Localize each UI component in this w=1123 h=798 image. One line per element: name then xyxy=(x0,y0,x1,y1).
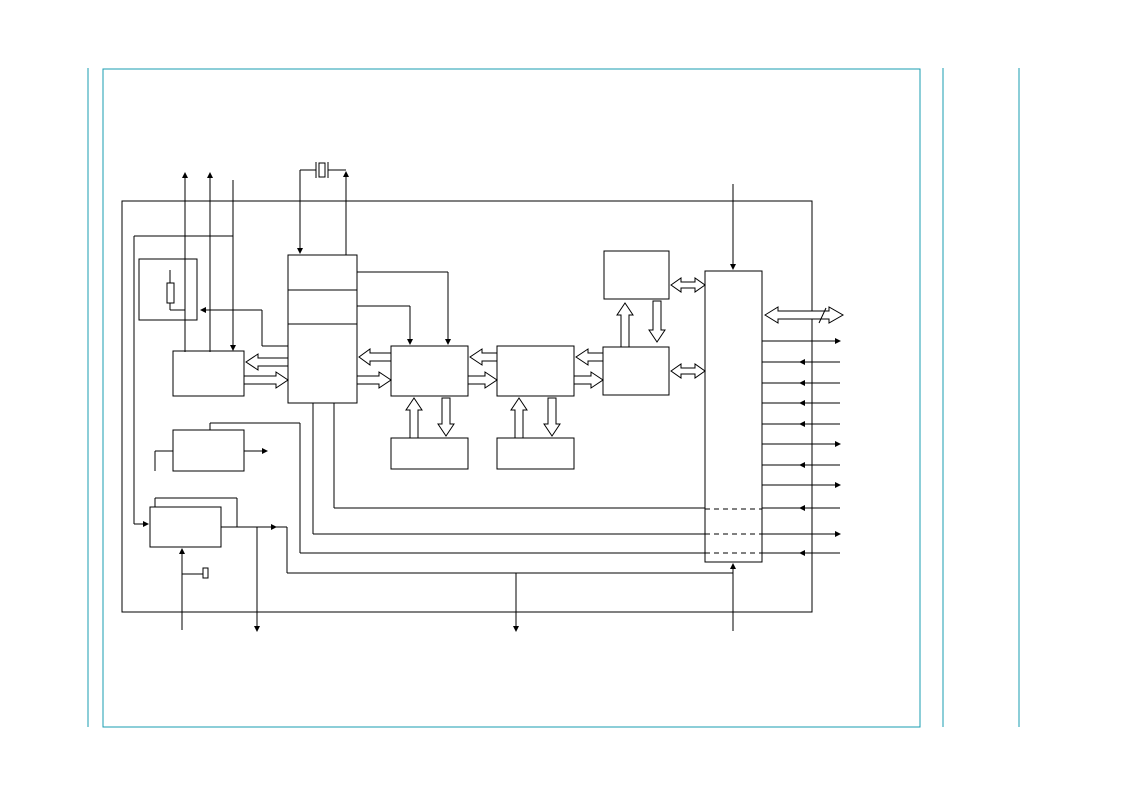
port-block xyxy=(704,270,763,563)
bus-arrow-mem2-down xyxy=(543,397,561,437)
bus-arrow-top-right-port xyxy=(670,277,706,293)
bus-arrow-core1-to-cpu xyxy=(358,348,392,366)
bus-arrow-mem1-down xyxy=(437,397,455,437)
bus-arrow-io-to-cpu xyxy=(243,371,289,389)
memory-block-2 xyxy=(496,437,575,470)
bus-arrow-iface-up xyxy=(616,302,634,348)
bus-arrow-mem2-up xyxy=(510,397,528,439)
bus-arrow-mem1-up xyxy=(405,397,423,439)
small-capacitor-symbol xyxy=(202,567,209,579)
crystal-symbol xyxy=(297,162,349,255)
bus-arrow-core1-to-core2 xyxy=(467,371,498,389)
bus-arrow-core2-to-iface xyxy=(573,371,604,389)
oscillator-block xyxy=(172,429,245,472)
right-pin-group xyxy=(762,338,841,556)
chip-outline xyxy=(121,200,813,613)
bus-arrow-cpu-to-core1 xyxy=(356,371,392,389)
bus-slash xyxy=(818,307,827,324)
bus-arrow-top-down xyxy=(648,300,666,343)
memory-block-1 xyxy=(390,437,469,470)
left-io-block xyxy=(172,350,245,397)
bus-arrow-external xyxy=(764,306,845,324)
interface-block xyxy=(602,346,670,396)
bus-arrow-core2-to-core1 xyxy=(469,348,498,366)
bus-arrow-cpu-to-io xyxy=(245,353,289,371)
sensor-box xyxy=(138,258,198,321)
core-block-2 xyxy=(496,345,575,397)
resistor-symbol xyxy=(166,282,175,304)
top-right-block xyxy=(603,250,670,300)
bus-arrow-iface-port xyxy=(670,363,706,379)
bus-arrow-iface-to-core2 xyxy=(575,348,604,366)
cpu-block xyxy=(287,254,358,404)
content-frame xyxy=(102,68,921,728)
reset-block xyxy=(149,506,222,548)
core-block-1 xyxy=(390,345,469,397)
page-frame xyxy=(87,68,1020,728)
